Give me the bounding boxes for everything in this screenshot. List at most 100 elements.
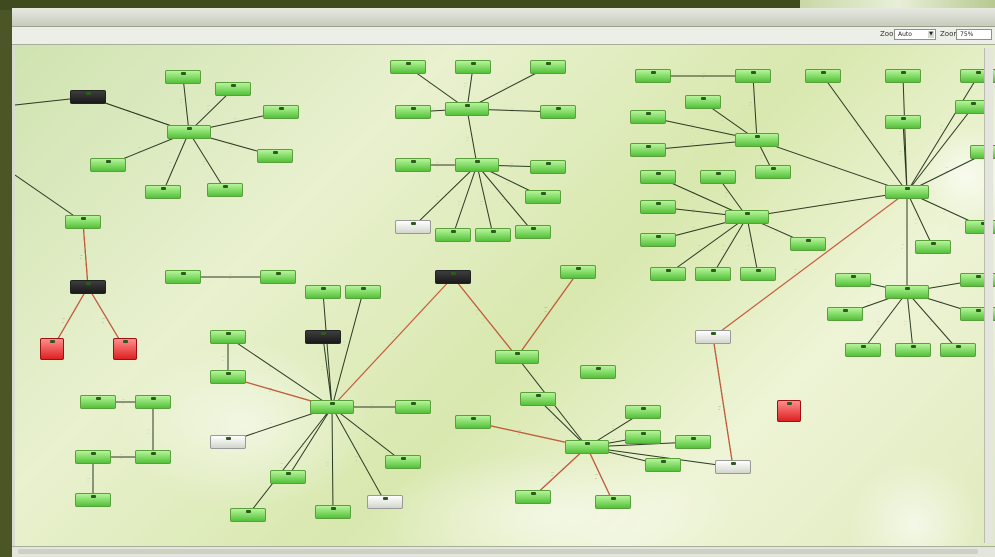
vertical-scrollbar[interactable] (984, 48, 993, 543)
device-node[interactable] (700, 170, 736, 184)
link-traffic-label: ··· ·· (120, 452, 123, 460)
device-node[interactable] (395, 400, 431, 414)
device-node[interactable] (885, 115, 921, 129)
device-node[interactable] (455, 60, 491, 74)
device-node[interactable] (530, 160, 566, 174)
device-node[interactable] (635, 69, 671, 83)
device-node[interactable] (827, 307, 863, 321)
device-node-hub[interactable] (495, 350, 539, 364)
device-node[interactable] (395, 220, 431, 234)
device-node[interactable] (475, 228, 511, 242)
device-node[interactable] (515, 490, 551, 504)
device-node[interactable] (367, 495, 403, 509)
device-node[interactable] (805, 69, 841, 83)
device-node[interactable] (210, 330, 246, 344)
device-node[interactable] (65, 215, 101, 229)
device-node[interactable] (630, 143, 666, 157)
horizontal-scrollbar[interactable] (18, 549, 978, 554)
device-node[interactable] (305, 285, 341, 299)
device-node[interactable] (135, 450, 171, 464)
device-node[interactable] (385, 455, 421, 469)
device-node[interactable] (75, 450, 111, 464)
device-node[interactable] (640, 170, 676, 184)
network-link (331, 406, 334, 513)
view-select[interactable]: 75% (956, 29, 992, 40)
device-node[interactable] (210, 370, 246, 384)
device-node[interactable] (260, 270, 296, 284)
device-node[interactable] (530, 60, 566, 74)
device-icon (150, 452, 156, 455)
device-node[interactable] (215, 82, 251, 96)
device-node[interactable] (70, 90, 106, 104)
device-node-hub[interactable] (885, 285, 929, 299)
device-node[interactable] (257, 149, 293, 163)
device-node[interactable] (210, 435, 246, 449)
device-node[interactable] (165, 70, 201, 84)
device-node[interactable] (625, 430, 661, 444)
device-node[interactable] (515, 225, 551, 239)
network-map-canvas[interactable]: ··· ····· ····· ····· ····· ····· ····· … (15, 45, 995, 546)
device-node[interactable] (70, 280, 106, 294)
device-node[interactable] (390, 60, 426, 74)
device-node[interactable] (755, 165, 791, 179)
device-node[interactable] (675, 435, 711, 449)
device-node[interactable] (835, 273, 871, 287)
device-node[interactable] (135, 395, 171, 409)
device-node[interactable] (145, 185, 181, 199)
device-node[interactable] (650, 267, 686, 281)
device-node[interactable] (315, 505, 351, 519)
device-node[interactable] (540, 105, 576, 119)
device-node[interactable] (80, 395, 116, 409)
link-traffic-label: ··· ·· (940, 299, 943, 307)
device-node-hub[interactable] (455, 158, 499, 172)
device-node[interactable] (395, 158, 431, 172)
device-node[interactable] (395, 105, 431, 119)
device-node[interactable] (525, 190, 561, 204)
device-node[interactable] (560, 265, 596, 279)
device-node[interactable] (940, 343, 976, 357)
device-node-hub[interactable] (310, 400, 354, 414)
device-node[interactable] (595, 495, 631, 509)
device-node-hub[interactable] (565, 440, 609, 454)
device-node[interactable] (715, 460, 751, 474)
device-node-hub[interactable] (885, 185, 929, 199)
device-node[interactable] (580, 365, 616, 379)
device-node-down[interactable] (777, 400, 801, 422)
device-node-hub[interactable] (725, 210, 769, 224)
device-node[interactable] (740, 267, 776, 281)
device-node[interactable] (270, 470, 306, 484)
device-node-hub[interactable] (735, 133, 779, 147)
device-node[interactable] (435, 228, 471, 242)
device-node[interactable] (695, 330, 731, 344)
device-node[interactable] (455, 415, 491, 429)
device-node[interactable] (90, 158, 126, 172)
device-node[interactable] (640, 233, 676, 247)
device-node[interactable] (645, 458, 681, 472)
device-node[interactable] (685, 95, 721, 109)
device-node[interactable] (230, 508, 266, 522)
device-node[interactable] (915, 240, 951, 254)
device-node[interactable] (263, 105, 299, 119)
device-node-hub[interactable] (445, 102, 489, 116)
device-node[interactable] (895, 343, 931, 357)
device-node[interactable] (695, 267, 731, 281)
device-node[interactable] (165, 270, 201, 284)
device-node-down[interactable] (40, 338, 64, 360)
device-node[interactable] (640, 200, 676, 214)
device-node[interactable] (75, 493, 111, 507)
device-node[interactable] (790, 237, 826, 251)
device-node[interactable] (630, 110, 666, 124)
zoom-select[interactable]: Auto ▼ (894, 29, 936, 40)
device-node-hub[interactable] (167, 125, 211, 139)
device-node[interactable] (845, 343, 881, 357)
device-node-down[interactable] (113, 338, 137, 360)
device-node[interactable] (520, 392, 556, 406)
device-node[interactable] (345, 285, 381, 299)
network-link (712, 336, 734, 468)
device-node[interactable] (885, 69, 921, 83)
device-node[interactable] (735, 69, 771, 83)
device-node[interactable] (207, 183, 243, 197)
device-node[interactable] (625, 405, 661, 419)
device-node[interactable] (435, 270, 471, 284)
device-node[interactable] (305, 330, 341, 344)
